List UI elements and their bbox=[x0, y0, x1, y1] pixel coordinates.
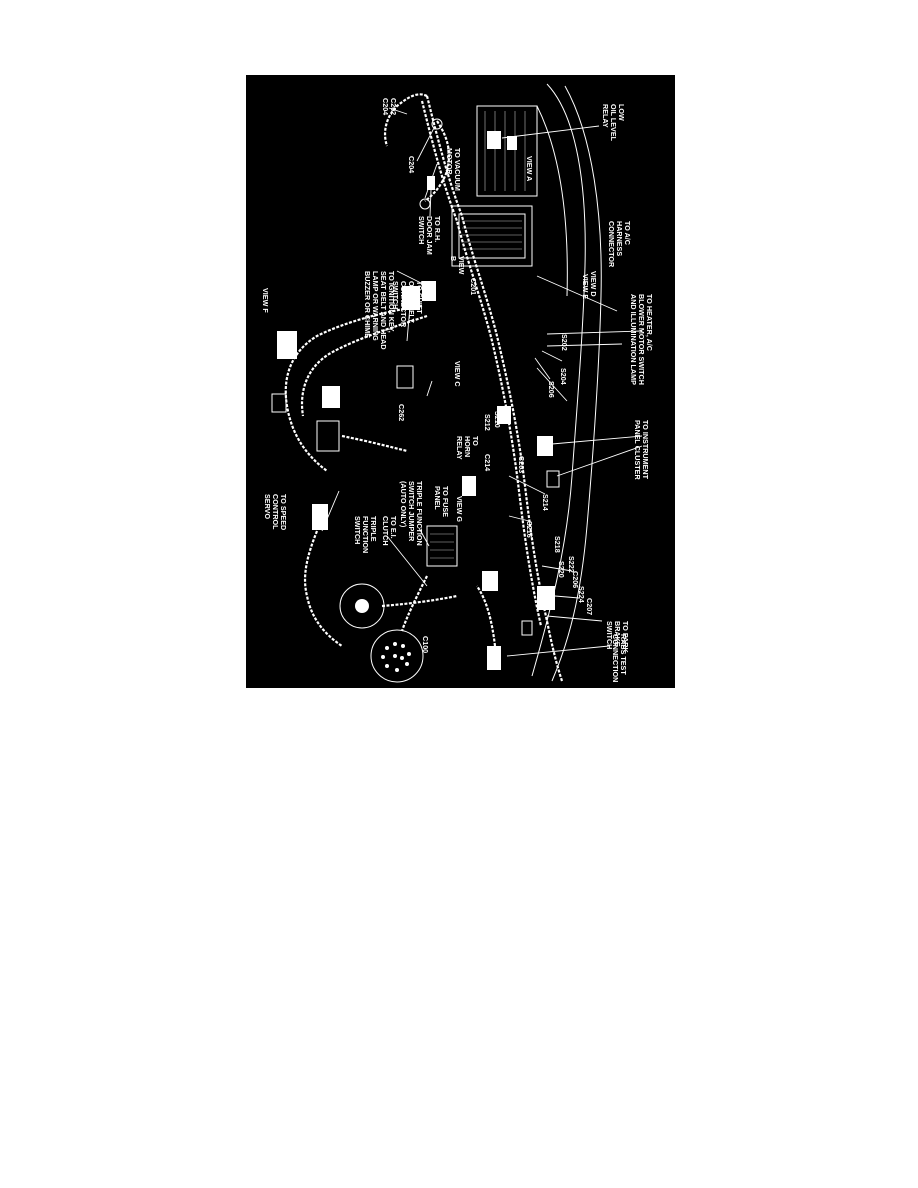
label-to-horn-relay: TO HORN RELAY bbox=[455, 436, 480, 460]
label-s204: S204 bbox=[559, 368, 568, 385]
fuse-panel-block bbox=[426, 525, 458, 567]
label-s216: S216 bbox=[525, 521, 534, 538]
left-loop-harness-2 bbox=[301, 314, 428, 417]
vent-duct-ribs bbox=[484, 111, 526, 191]
instrument-panel-edge bbox=[551, 85, 602, 682]
c207-connector bbox=[537, 586, 555, 610]
label-to-ac-harness: TO A/C HARNESS CONNECTOR bbox=[607, 221, 632, 268]
instrument-panel-outline bbox=[531, 83, 586, 677]
label-s210: S210 bbox=[493, 411, 502, 428]
label-view-a: VIEW A bbox=[525, 156, 534, 181]
label-view-e: VIEW E bbox=[581, 274, 590, 299]
label-view-f: VIEW F bbox=[261, 288, 270, 313]
label-triple-function: TRIPLE FUNCTION SWITCH bbox=[353, 516, 378, 555]
label-s206: S206 bbox=[547, 381, 556, 398]
label-c201: C201 bbox=[469, 278, 478, 295]
label-s224: S224 bbox=[577, 586, 586, 603]
label-s218: S218 bbox=[553, 536, 562, 553]
branch-vacuum bbox=[424, 120, 451, 202]
label-view-g: VIEW G bbox=[455, 496, 464, 522]
speed-control-connector bbox=[312, 504, 328, 530]
c262-harness bbox=[341, 434, 408, 453]
speed-control-harness bbox=[303, 530, 343, 647]
label-c203: C203 bbox=[517, 456, 526, 473]
vent-duct bbox=[476, 105, 538, 197]
label-to-park-brake: TO PARK BRAKE SWITCH bbox=[605, 621, 630, 655]
fuse-panel-hatch bbox=[430, 533, 454, 559]
c262-connector bbox=[322, 386, 340, 408]
label-to-shift-lock: TO SHIFT ON THE FLY CONNECTOR SWITCH bbox=[391, 281, 424, 329]
main-harness-2 bbox=[420, 100, 543, 627]
shift-connector bbox=[402, 286, 420, 310]
cluster-connector-a bbox=[497, 406, 511, 424]
label-triple-jumper: TRIPLE FUNCTION SWITCH JUMPER (AUTO ONLY… bbox=[399, 481, 424, 548]
label-to-ei-clutch: TO E.I. CLUTCH bbox=[381, 516, 398, 546]
label-low-oil-relay: LOW OIL LEVEL RELAY bbox=[601, 104, 626, 143]
label-to-ignition-key: TO IGNITION KEY, SEAT BELT AND HEAD LAMP… bbox=[363, 271, 396, 352]
ignition-connector bbox=[422, 281, 436, 301]
view-f-connector bbox=[277, 331, 297, 359]
label-to-heater: TO HEATER, A/C BLOWER MOTOR SWITCH AND I… bbox=[629, 294, 654, 387]
c204-connector bbox=[431, 118, 443, 130]
main-harness bbox=[425, 95, 564, 682]
triple-function-harness bbox=[400, 575, 428, 632]
label-rabs-test: RABS TEST CONNECTION bbox=[611, 634, 628, 682]
wiring-diagram-svg: LOW OIL LEVEL RELAY C202 C204 C204 TO VA… bbox=[261, 83, 654, 683]
park-brake-connector bbox=[521, 620, 533, 636]
label-view-c: VIEW C bbox=[453, 361, 462, 387]
c262-connector-b bbox=[316, 420, 340, 452]
label-c214: C214 bbox=[483, 454, 492, 471]
rabs-connector bbox=[487, 646, 501, 670]
label-s220: S220 bbox=[557, 561, 566, 578]
label-s214: S214 bbox=[541, 494, 550, 511]
label-to-vacuum-motor: TO VACUUM MOTOR bbox=[445, 148, 462, 193]
label-c262: C262 bbox=[397, 404, 406, 421]
label-c100: C100 bbox=[421, 636, 430, 653]
s220-connector bbox=[482, 571, 498, 591]
wiring-diagram: LOW OIL LEVEL RELAY C202 C204 C204 TO VA… bbox=[246, 75, 675, 688]
label-to-instrument: TO INSTRUMENT PANEL CLUSTER bbox=[633, 420, 650, 481]
label-c207: C207 bbox=[585, 598, 594, 615]
c214-connector bbox=[462, 476, 476, 496]
label-view-d: VIEW D bbox=[589, 271, 598, 297]
label-c204: C204 bbox=[407, 156, 416, 173]
label-c202-c204: C202 C204 bbox=[381, 98, 398, 117]
relay-block-2 bbox=[507, 136, 517, 150]
hvac-box-hatch bbox=[462, 220, 522, 250]
label-view-b: VIEW B bbox=[449, 256, 466, 276]
instrument-panel-lip bbox=[536, 105, 568, 297]
label-to-speed-control: TO SPEED CONTROL SERVO bbox=[263, 494, 288, 532]
vacuum-motor-connector bbox=[419, 198, 431, 210]
steering-hub-inner bbox=[355, 599, 369, 613]
rabs-harness bbox=[476, 585, 497, 647]
label-s202: S202 bbox=[560, 334, 569, 351]
label-s222: S222 bbox=[567, 556, 576, 573]
door-jamb-connector bbox=[427, 176, 435, 190]
hvac-box bbox=[451, 205, 533, 267]
low-oil-relay-block bbox=[487, 131, 501, 149]
cluster-connector-b bbox=[537, 436, 553, 456]
cluster-connector-c bbox=[546, 470, 560, 488]
steering-column bbox=[381, 594, 458, 608]
hvac-box-inner bbox=[458, 213, 526, 259]
branch-c202 bbox=[383, 93, 428, 147]
view-f-connector-2 bbox=[271, 393, 287, 413]
label-c206: C206 bbox=[571, 571, 580, 588]
c100-connector bbox=[370, 629, 424, 683]
label-to-rh-door-jamb: TO R.H. DOOR JAM SWITCH bbox=[417, 216, 442, 257]
leader-lines bbox=[321, 107, 643, 657]
c100-pins bbox=[381, 642, 411, 672]
label-s212: S212 bbox=[483, 414, 492, 431]
label-to-fuse-panel: TO FUSE PANEL bbox=[433, 486, 450, 519]
view-c-connector bbox=[396, 365, 414, 389]
